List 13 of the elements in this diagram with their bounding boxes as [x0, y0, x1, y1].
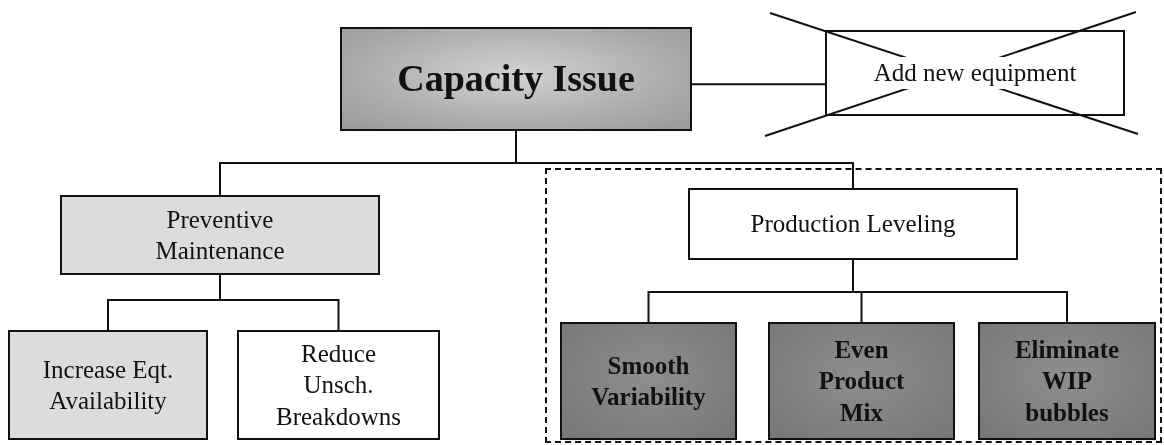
- connector: [219, 274, 340, 331]
- action-box: Eliminate WIP bubbles: [978, 322, 1156, 440]
- action-box: Even Product Mix: [768, 322, 955, 440]
- action-box: Increase Eqt. Availability: [8, 330, 208, 440]
- dashed-group-box: [545, 168, 1162, 443]
- strategy-box: Production Leveling: [688, 188, 1018, 260]
- action-box: Reduce Unsch. Breakdowns: [237, 330, 440, 440]
- connector: [691, 83, 826, 86]
- issue-box: Capacity Issue: [340, 27, 692, 131]
- option-box: Add new equipment: [825, 30, 1125, 116]
- strategy-box: Preventive Maintenance: [60, 195, 380, 275]
- action-box: Smooth Variability: [560, 322, 737, 440]
- connector: [852, 259, 1068, 323]
